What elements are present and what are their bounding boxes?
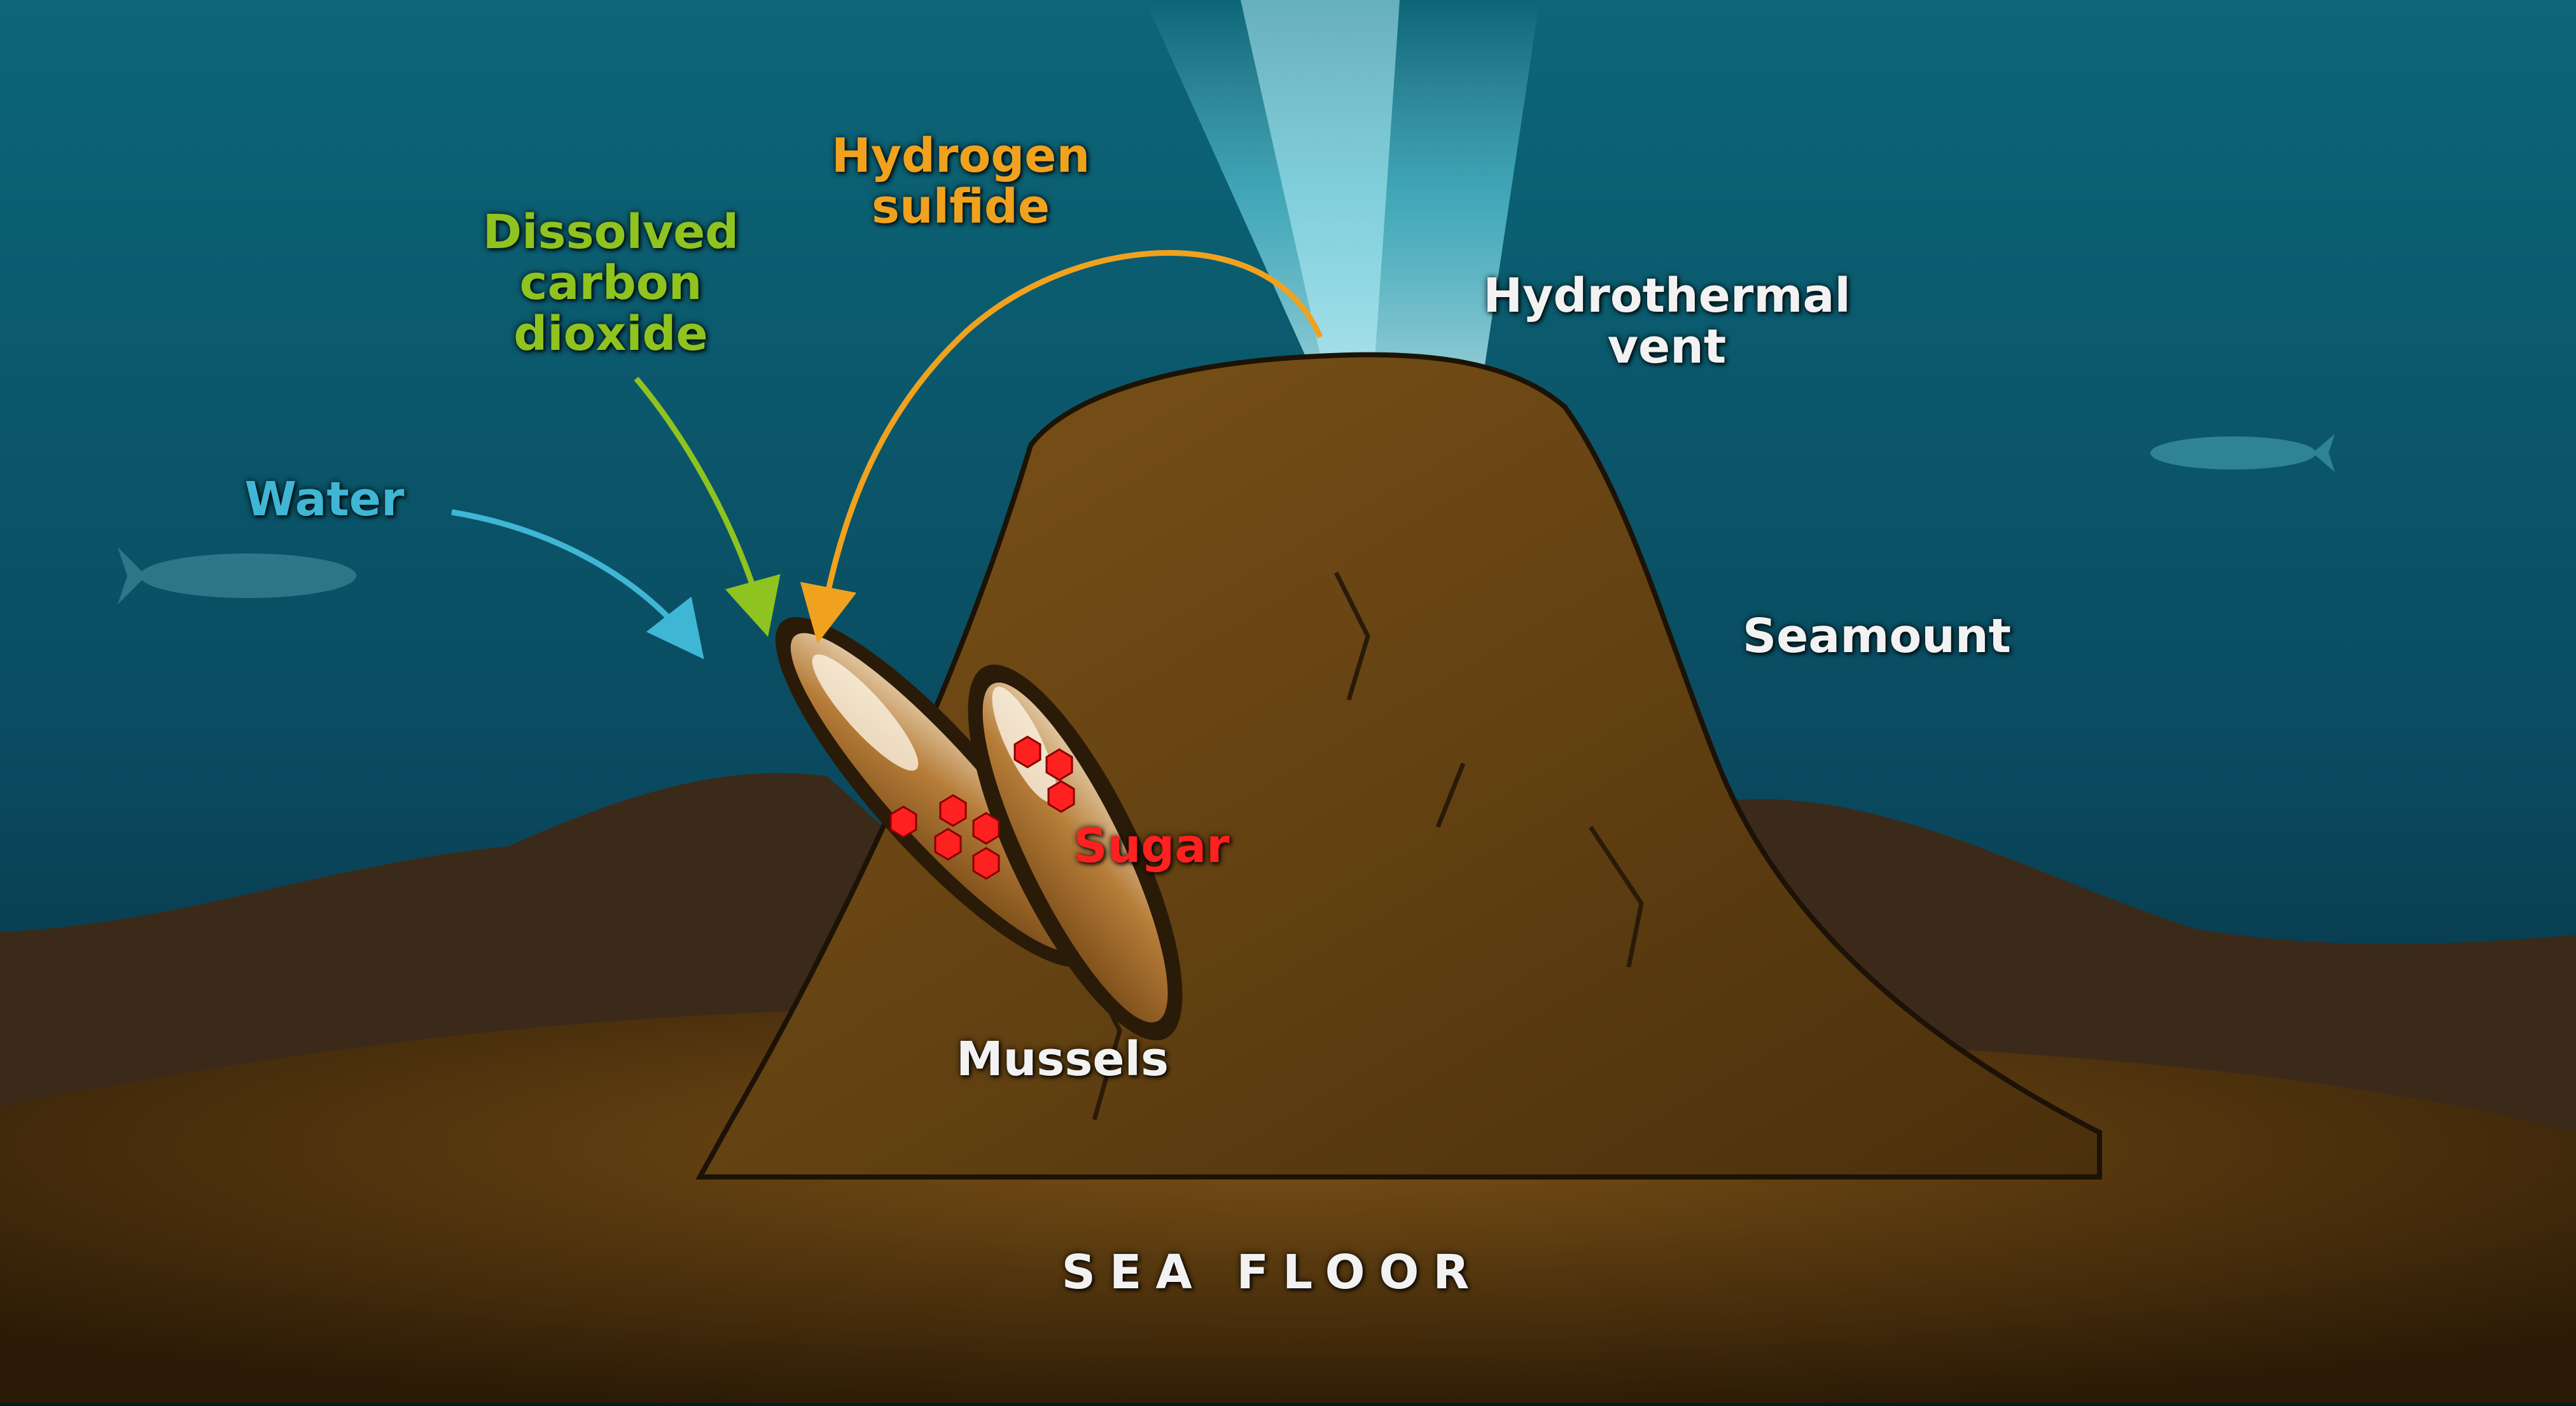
sugar-molecule-icon <box>889 735 1075 880</box>
hydrogen-sulfide-label: Hydrogen sulfide <box>831 129 1090 234</box>
h2s-arrow <box>800 250 1323 644</box>
sea-floor-label: SEA FLOOR <box>1061 1245 1484 1300</box>
water-label: Water <box>244 472 405 527</box>
seamount-label: Seamount <box>1742 609 2012 664</box>
seamount-shape <box>695 352 2102 1180</box>
co2-arrow <box>634 377 781 637</box>
fish-icon <box>118 547 356 604</box>
mussels-label: Mussels <box>956 1032 1169 1087</box>
fish-icon <box>2150 434 2335 472</box>
vent-plume-icon <box>1145 0 1540 382</box>
mussel-icon <box>775 617 1096 967</box>
hydrothermal-vent-label: Hydrothermal vent <box>1483 268 1851 374</box>
sugar-label: Sugar <box>1073 819 1230 874</box>
dissolved-co2-label: Dissolved carbon dioxide <box>482 205 739 361</box>
water-arrow <box>451 509 704 660</box>
